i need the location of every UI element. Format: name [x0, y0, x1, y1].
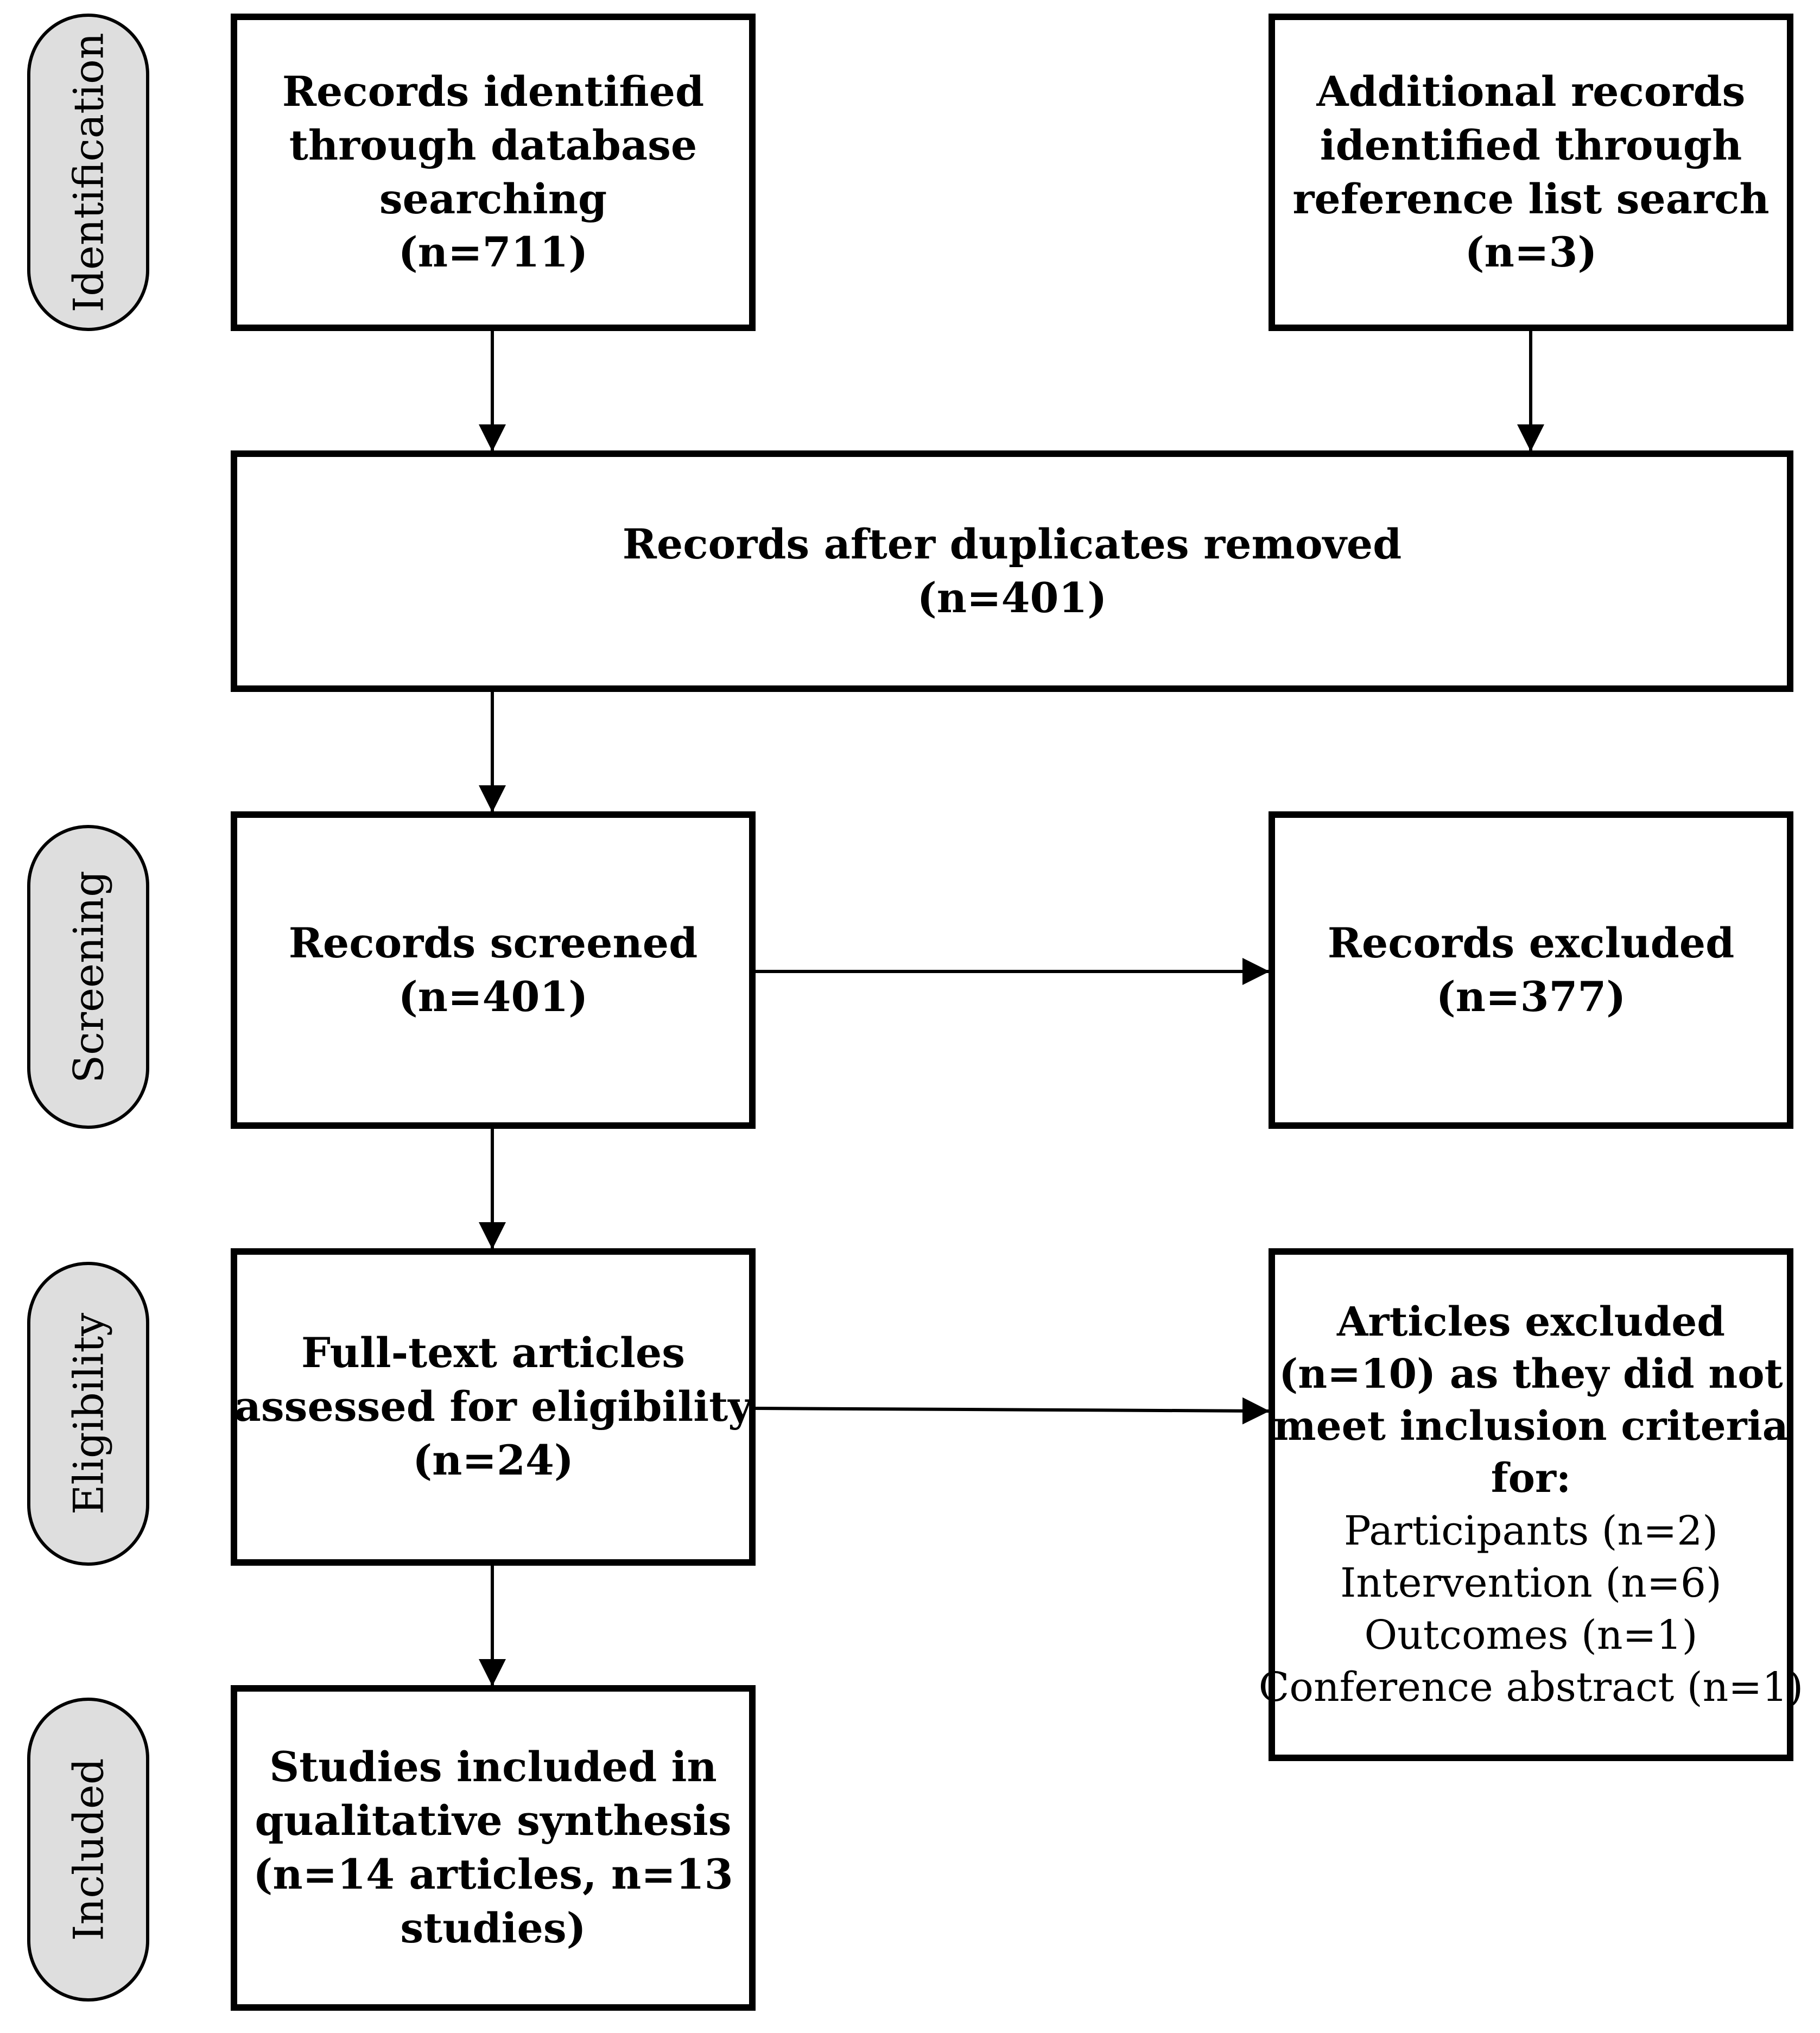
box-articles-excluded: Articles excluded (n=10) as they did not… — [1259, 1248, 1803, 1761]
box-fulltext-line-1: Full-text articles — [301, 1329, 686, 1377]
stage-eligibility: Eligibility — [27, 1262, 149, 1566]
exclusion-reason-intervention: Intervention (n=6) — [1340, 1559, 1722, 1606]
box-excluded-count: (n=377) — [1436, 972, 1626, 1021]
stage-identification: Identification — [27, 14, 149, 331]
stage-screening: Screening — [27, 825, 149, 1129]
box-reference-count: (n=3) — [1464, 228, 1597, 277]
box-excluded-line-1: Records excluded — [1327, 918, 1735, 967]
box-fulltext-line-2: assessed for eligibility — [234, 1382, 752, 1431]
box-screened-line-1: Records screened — [288, 918, 698, 967]
box-records-screened: Records screened (n=401) — [231, 811, 756, 1129]
box-articles-excluded-line-4: for: — [1491, 1455, 1571, 1502]
box-records-excluded: Records excluded (n=377) — [1269, 811, 1793, 1129]
box-duplicates-line-1: Records after duplicates removed — [622, 519, 1402, 568]
box-duplicates-removed: Records after duplicates removed (n=401) — [231, 450, 1793, 692]
box-duplicates-count: (n=401) — [917, 573, 1107, 622]
arrow-fulltext-to-articles-excluded — [755, 1397, 1270, 1425]
box-included-line-1: Studies included in — [269, 1743, 717, 1791]
exclusion-reason-participants: Participants (n=2) — [1343, 1507, 1718, 1554]
box-database-line-2: through database — [289, 120, 697, 169]
box-database-line-3: searching — [379, 174, 607, 223]
box-included-line-4: studies) — [400, 1903, 586, 1952]
box-fulltext-count: (n=24) — [413, 1435, 574, 1484]
box-included-line-3: (n=14 articles, n=13 — [253, 1850, 733, 1898]
exclusion-reason-conference-abstract: Conference abstract (n=1) — [1258, 1664, 1804, 1711]
stage-included: Included — [27, 1698, 149, 2002]
box-articles-excluded-line-1: Articles excluded — [1336, 1298, 1726, 1345]
box-reference-line-2: identified through — [1320, 120, 1742, 169]
box-included-line-2: qualitative synthesis — [255, 1796, 732, 1845]
box-screened-count: (n=401) — [398, 972, 588, 1021]
box-reference-line-3: reference list search — [1292, 174, 1770, 223]
box-reference-line-1: Additional records — [1316, 67, 1746, 116]
box-articles-excluded-line-3: meet inclusion criteria — [1273, 1403, 1789, 1450]
box-studies-included: Studies included in qualitative synthesi… — [231, 1685, 756, 2011]
box-database-line-1: Records identified — [282, 67, 705, 116]
box-database-records: Records identified through database sear… — [231, 14, 756, 331]
box-fulltext-assessed: Full-text articles assessed for eligibil… — [231, 1248, 756, 1566]
box-reference-records: Additional records identified through re… — [1269, 14, 1793, 331]
box-database-count: (n=711) — [398, 228, 588, 277]
exclusion-reason-outcomes: Outcomes (n=1) — [1364, 1611, 1698, 1659]
box-articles-excluded-line-2: (n=10) as they did not — [1279, 1350, 1783, 1397]
